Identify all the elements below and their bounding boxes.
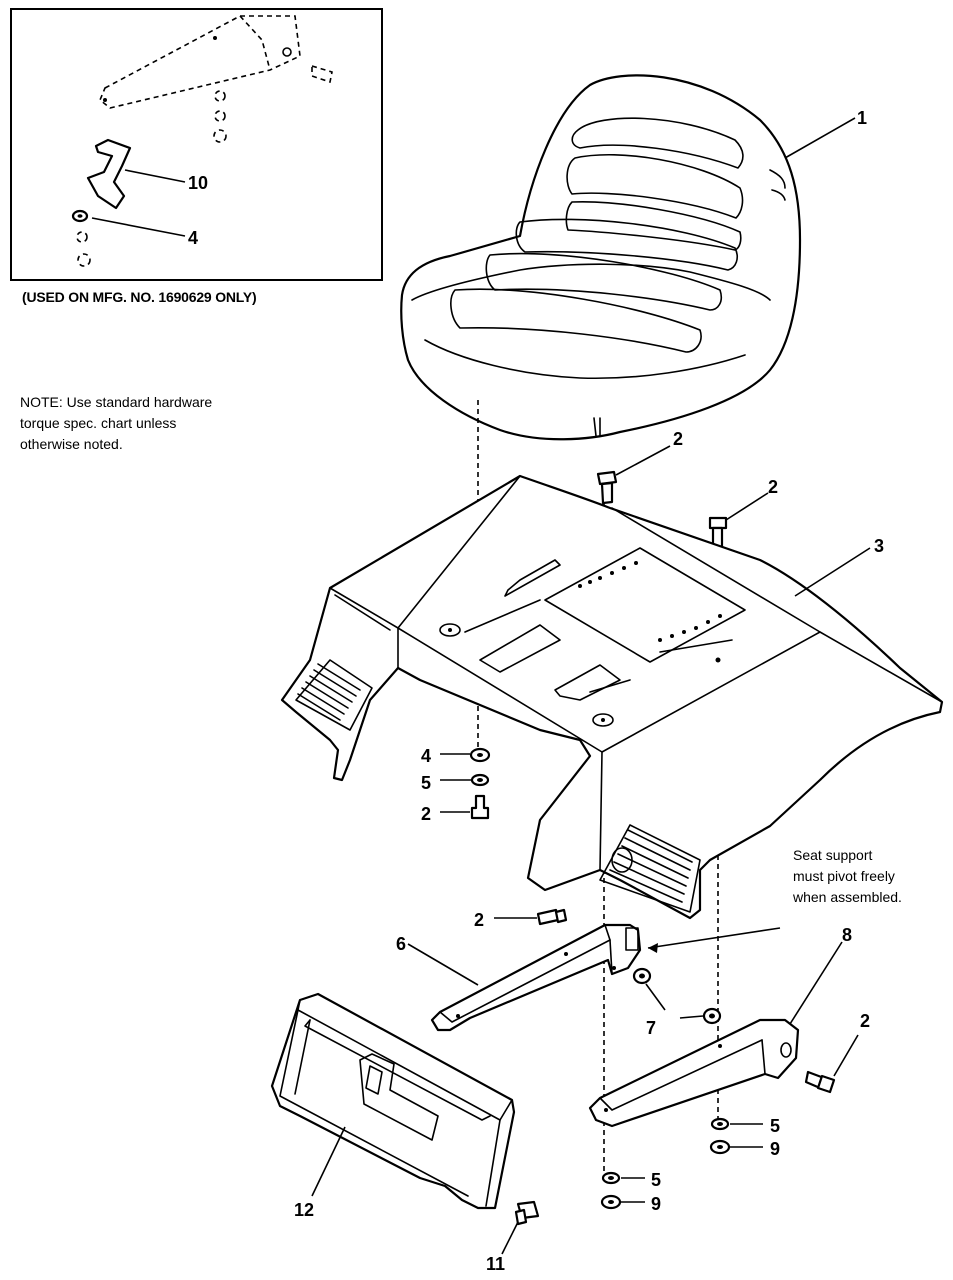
callout-12: 12 bbox=[294, 1200, 314, 1220]
seat-part bbox=[400, 74, 802, 441]
cover-plate-part bbox=[270, 992, 516, 1210]
hardware-note-line: NOTE: Use standard hardware bbox=[20, 394, 213, 410]
callout-9-right: 9 bbox=[770, 1139, 780, 1159]
hardware-note: NOTE: Use standard hardware torque spec.… bbox=[20, 392, 280, 455]
hardware-note-line: torque spec. chart unless bbox=[20, 415, 177, 431]
callout-5-center: 5 bbox=[651, 1170, 661, 1190]
seat-support-part bbox=[588, 1018, 800, 1128]
callout-5-left: 5 bbox=[421, 773, 431, 793]
callout-2-mid: 2 bbox=[474, 910, 484, 930]
hardware-note-line: otherwise noted. bbox=[20, 436, 123, 452]
seat-support-note-line: when assembled. bbox=[793, 889, 902, 905]
callout-4-inset: 4 bbox=[188, 228, 198, 248]
callout-4: 4 bbox=[421, 746, 431, 766]
seat-support-note-line: Seat support bbox=[793, 847, 873, 863]
callout-7: 7 bbox=[646, 1018, 656, 1038]
bolt-part bbox=[470, 794, 490, 820]
callout-6: 6 bbox=[396, 934, 406, 954]
usage-note: (USED ON MFG. NO. 1690629 ONLY) bbox=[22, 287, 257, 308]
seat-support-note-line: must pivot freely bbox=[793, 868, 895, 884]
callout-2-right: 2 bbox=[860, 1011, 870, 1031]
vent-grille bbox=[295, 659, 373, 731]
callout-11: 11 bbox=[486, 1254, 505, 1274]
usage-note-text: (USED ON MFG. NO. 1690629 ONLY) bbox=[22, 289, 257, 305]
inset-detail-box bbox=[10, 8, 383, 281]
callout-10: 10 bbox=[188, 173, 208, 193]
latch-bracket-part bbox=[86, 138, 132, 210]
fender-part bbox=[280, 474, 944, 920]
seat-support-arm-part bbox=[430, 923, 642, 1032]
callout-5-right: 5 bbox=[770, 1116, 780, 1136]
callout-9-center: 9 bbox=[651, 1194, 661, 1214]
callout-2-right-top: 2 bbox=[768, 477, 778, 497]
callout-3: 3 bbox=[874, 536, 884, 556]
callout-1: 1 bbox=[857, 108, 867, 128]
vent-grille bbox=[599, 824, 701, 913]
callout-2-left: 2 bbox=[421, 804, 431, 824]
seat-support-note: Seat support must pivot freely when asse… bbox=[793, 845, 943, 908]
callout-8: 8 bbox=[842, 925, 852, 945]
callout-2-top: 2 bbox=[673, 429, 683, 449]
bolt-part bbox=[596, 470, 618, 505]
